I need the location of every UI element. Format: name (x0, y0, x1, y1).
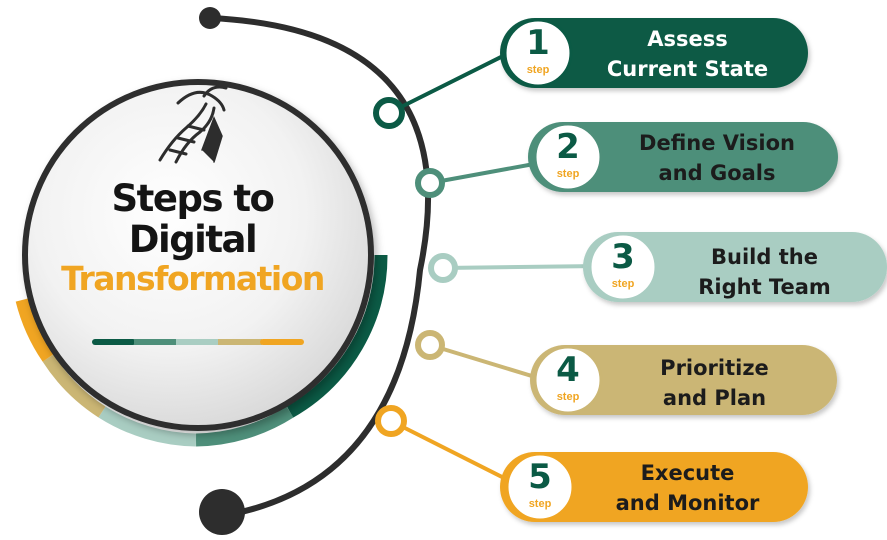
title-line-1: Steps to (111, 177, 275, 220)
title-line-3: Transformation (61, 258, 325, 298)
step-5-label: Execute and Monitor (585, 458, 790, 518)
step-1-line-2: Current State (606, 57, 769, 81)
ring-segment-mid-green (195, 406, 294, 447)
step-4-line-2: and Plan (662, 386, 767, 410)
step-1-word: step (526, 64, 550, 76)
arc-bottom-dot (199, 489, 245, 535)
step-5-word: step (528, 498, 552, 510)
step-4-number: 4 (556, 350, 580, 390)
step-pill-1 (500, 18, 808, 88)
timeline-arc (207, 15, 431, 517)
step-3-line-1: Build the (711, 245, 818, 269)
step-3-label: Build the Right Team (662, 242, 867, 302)
step-3-word: step (611, 278, 635, 290)
ring-segment-orange (15, 298, 54, 362)
step-5-number: 5 (528, 457, 552, 497)
step-5-line-2: and Monitor (615, 491, 760, 515)
connector-2 (415, 160, 546, 198)
step-2-number: 2 (556, 127, 580, 167)
step-4-label: Prioritize and Plan (612, 353, 817, 413)
ring-segment-dark-green (286, 254, 388, 418)
step-pill-5 (500, 452, 808, 522)
center-title: Steps to Digital Transformation (40, 178, 345, 298)
step-3-number: 3 (611, 237, 635, 277)
color-bar (92, 339, 304, 345)
step-3-line-2: Right Team (698, 275, 831, 299)
step-1-label: Assess Current State (585, 24, 790, 84)
step-1-number: 1 (526, 23, 550, 63)
connector-1 (373, 48, 516, 129)
step-2-word: step (556, 168, 580, 180)
connector-3 (428, 253, 601, 283)
ring-segment-light-teal (98, 406, 197, 447)
step-2-line-1: Define Vision (639, 131, 795, 155)
step-2-label: Define Vision and Goals (612, 128, 822, 188)
step-4-word: step (556, 391, 580, 403)
connector-5 (375, 405, 521, 488)
step-1-line-1: Assess (647, 27, 728, 51)
step-2-line-2: and Goals (658, 161, 776, 185)
dna-goat-logo-icon (158, 85, 228, 164)
ring-segments (15, 254, 388, 447)
step-5-line-1: Execute (640, 461, 735, 485)
step-pill-3 (583, 232, 887, 302)
title-line-2: Digital (128, 218, 258, 262)
step-pill-2 (528, 122, 838, 192)
step-pill-4 (530, 345, 837, 415)
connector-4 (415, 330, 546, 382)
step-4-line-1: Prioritize (660, 356, 769, 380)
arc-top-dot (199, 7, 221, 29)
ring-segment-khaki (42, 354, 106, 418)
